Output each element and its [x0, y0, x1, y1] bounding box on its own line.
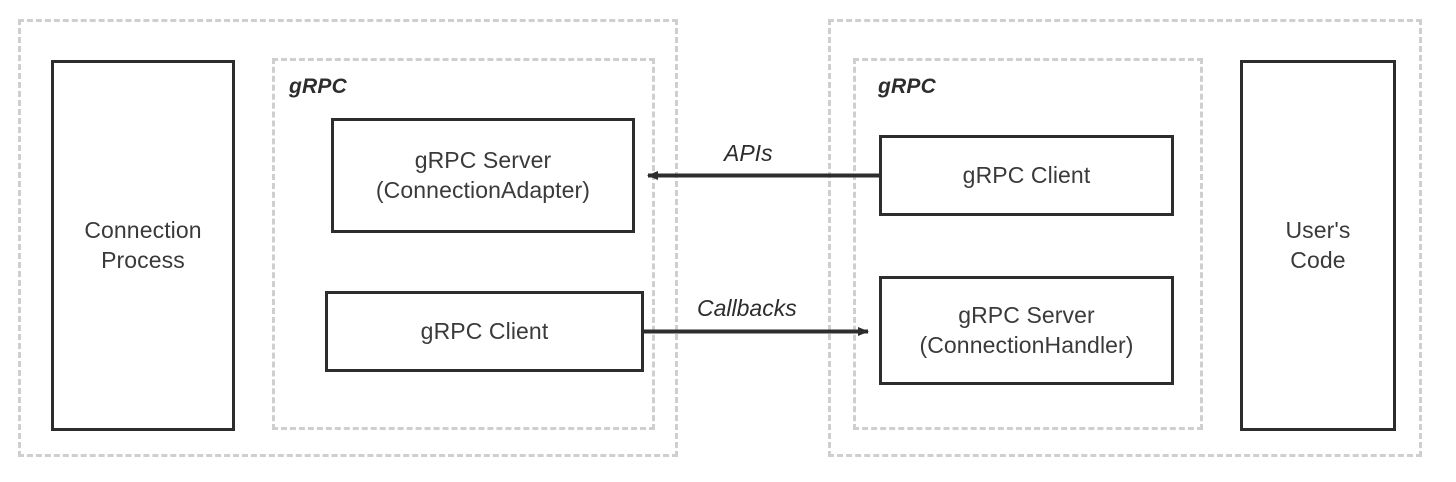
- grpc-server-connection-adapter-box[interactable]: gRPC Server (ConnectionAdapter): [331, 118, 635, 233]
- grpc-client-right-label: gRPC Client: [962, 161, 1091, 188]
- left-grpc-group-boundary: [272, 58, 655, 430]
- left-grpc-group-label: gRPC: [289, 75, 347, 98]
- users-code-label: User's Code: [1285, 217, 1351, 273]
- grpc-client-left-label: gRPC Client: [420, 317, 549, 344]
- grpc-client-right-box[interactable]: gRPC Client: [879, 135, 1174, 216]
- connection-process-group-boundary: [18, 19, 678, 457]
- grpc-server-connection-handler-label: gRPC Server (ConnectionHandler): [919, 302, 1134, 358]
- right-grpc-group-label: gRPC: [878, 75, 936, 98]
- apis-edge-label: APIs: [724, 140, 773, 166]
- users-code-box[interactable]: User's Code: [1240, 60, 1396, 431]
- connection-process-box[interactable]: Connection Process: [51, 60, 235, 431]
- callbacks-edge-label: Callbacks: [697, 295, 797, 321]
- right-grpc-group-boundary: [853, 58, 1203, 430]
- grpc-server-connection-adapter-label: gRPC Server (ConnectionAdapter): [375, 147, 591, 203]
- user-code-group-boundary: [828, 19, 1422, 457]
- connection-process-label: Connection Process: [84, 217, 202, 273]
- grpc-server-connection-handler-box[interactable]: gRPC Server (ConnectionHandler): [879, 276, 1174, 385]
- grpc-client-left-box[interactable]: gRPC Client: [325, 291, 644, 372]
